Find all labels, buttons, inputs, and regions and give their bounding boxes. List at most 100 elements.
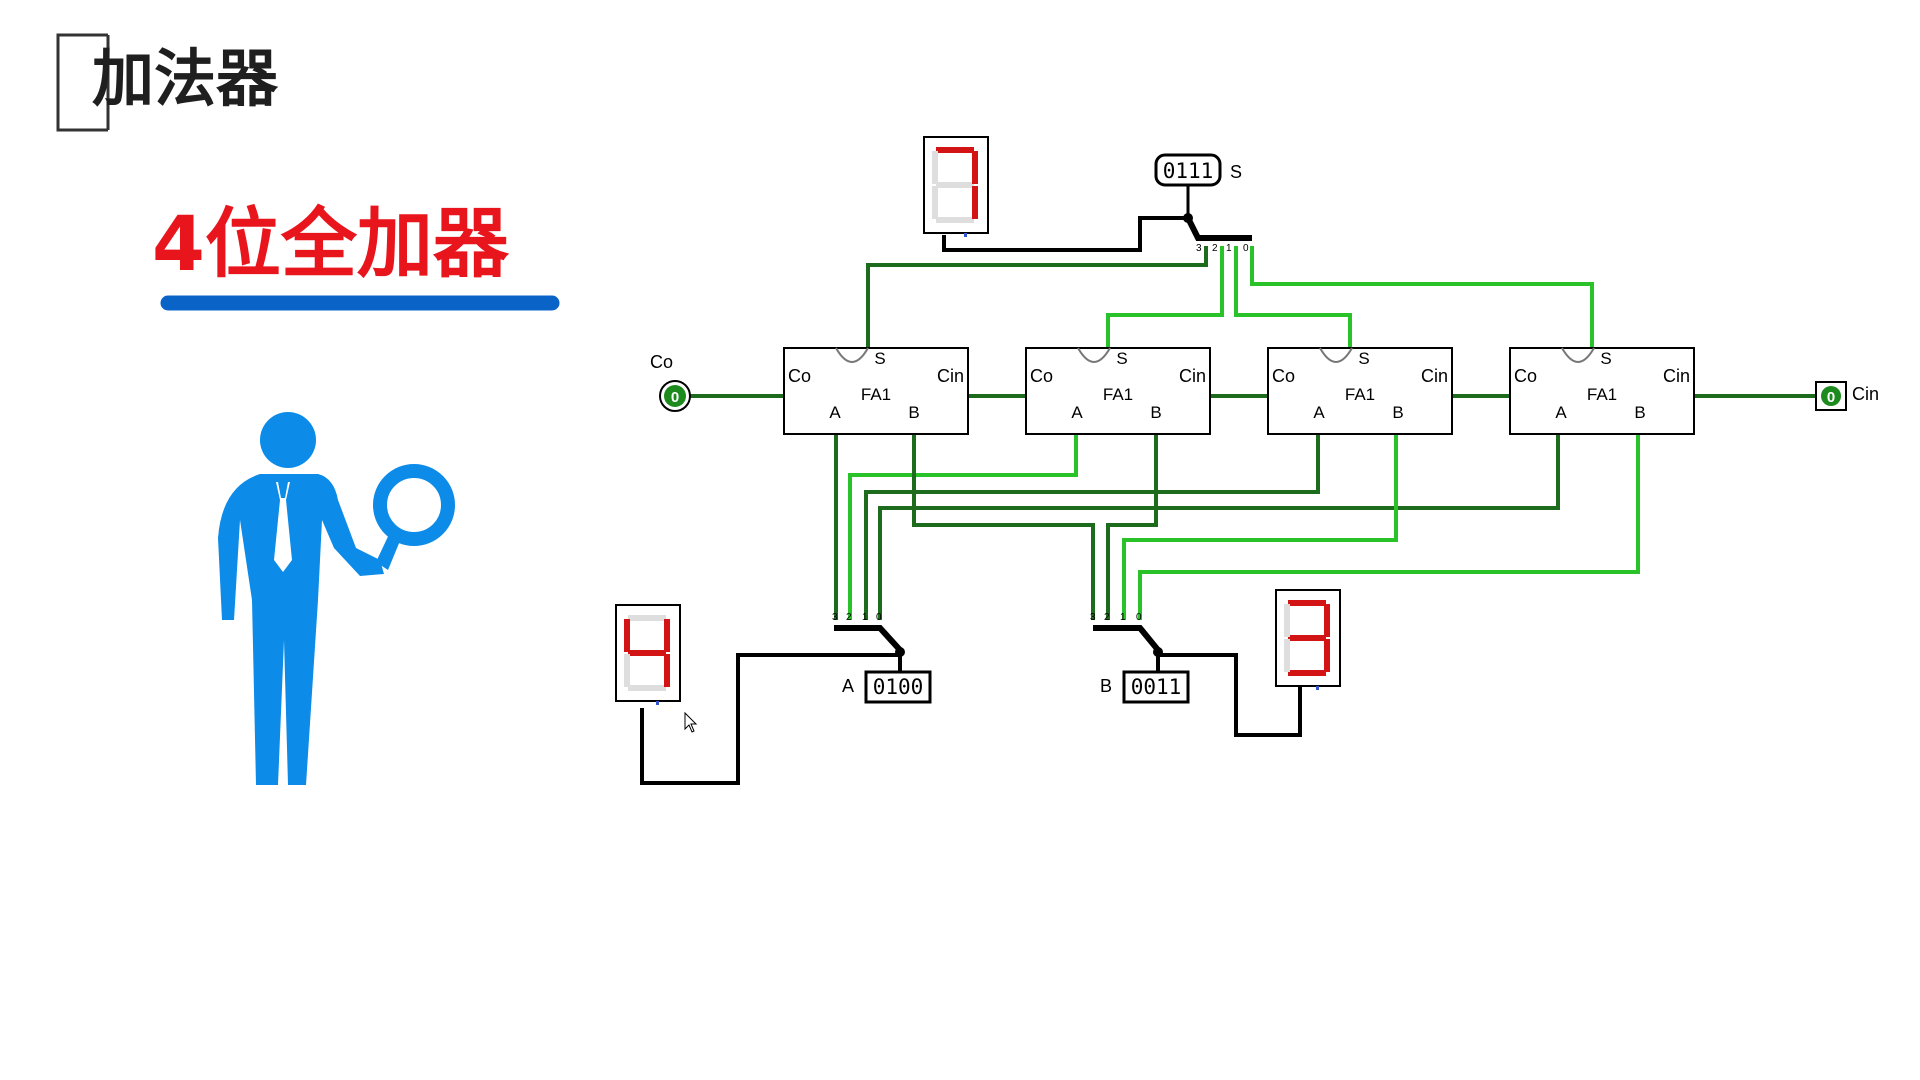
svg-text:0: 0 bbox=[1136, 612, 1142, 623]
wire-b-display bbox=[1156, 653, 1302, 737]
segment-d bbox=[628, 685, 666, 691]
mouse-cursor-icon bbox=[684, 711, 698, 733]
segment-f bbox=[624, 619, 630, 652]
display-pin bbox=[964, 233, 967, 237]
full-adder-block[interactable]: Co Cin FA1 A B S bbox=[1025, 347, 1211, 435]
splitter-a-bits: 3 2 1 0 bbox=[832, 612, 882, 623]
fa-s-label: S bbox=[1358, 349, 1369, 368]
seven-segment-display-s bbox=[923, 136, 989, 237]
display-pin bbox=[656, 701, 659, 705]
segment-g bbox=[936, 182, 974, 188]
segment-d bbox=[1288, 670, 1326, 676]
fa-s-label: S bbox=[1600, 349, 1611, 368]
segment-g bbox=[1288, 635, 1326, 641]
svg-text:3: 3 bbox=[832, 612, 838, 623]
segment-g bbox=[628, 650, 666, 656]
svg-text:3: 3 bbox=[1090, 612, 1096, 623]
b-input-pin[interactable]: B 0011 bbox=[1100, 670, 1190, 704]
segment-b bbox=[972, 151, 978, 184]
cin-pin-value: 0 bbox=[1827, 389, 1835, 406]
fa-co-label: Co bbox=[1272, 366, 1295, 386]
fa-cin-label: Cin bbox=[937, 366, 964, 386]
fa-b-label: B bbox=[1150, 403, 1161, 422]
cin-pin-label: Cin bbox=[1852, 384, 1879, 404]
a-input-value: 0100 bbox=[873, 675, 924, 699]
wire-b3 bbox=[912, 434, 1095, 620]
splitter-s-bits: 3 2 1 0 bbox=[1196, 243, 1249, 254]
segment-a bbox=[936, 147, 974, 153]
svg-text:0: 0 bbox=[876, 612, 882, 623]
fa-b-label: B bbox=[1634, 403, 1645, 422]
fa-s-label: S bbox=[1116, 349, 1127, 368]
wire-a-bus bbox=[834, 625, 903, 653]
a-input-label: A bbox=[842, 676, 854, 696]
segment-c bbox=[1324, 639, 1330, 672]
full-adder-block[interactable]: Co Cin FA1 A B S bbox=[1267, 347, 1453, 435]
co-pin-label: Co bbox=[650, 352, 673, 372]
wire-s-bus bbox=[1185, 216, 1252, 241]
fa-cin-label: Cin bbox=[1663, 366, 1690, 386]
fa-s-label: S bbox=[874, 349, 885, 368]
title-bracket bbox=[56, 33, 110, 132]
full-adder-block[interactable]: Co Cin FA1 A B S bbox=[1509, 347, 1695, 435]
wire-a-display bbox=[640, 653, 902, 785]
fa-cin-label: Cin bbox=[1179, 366, 1206, 386]
svg-text:1: 1 bbox=[1226, 243, 1232, 254]
subtitle: 4位全加器 bbox=[152, 199, 510, 288]
cin-input-pin[interactable]: 0 Cin bbox=[1815, 381, 1879, 411]
wire-a1 bbox=[864, 434, 1320, 620]
a-input-pin[interactable]: A 0100 bbox=[842, 670, 932, 704]
svg-text:1: 1 bbox=[1120, 612, 1126, 623]
circuit-wires bbox=[640, 185, 1816, 785]
b-input-label: B bbox=[1100, 676, 1112, 696]
full-adder-block[interactable]: Co Cin FA1 A B S bbox=[783, 347, 969, 435]
wire-s0 bbox=[1250, 246, 1594, 348]
svg-text:1: 1 bbox=[862, 612, 868, 623]
segment-f bbox=[1284, 604, 1290, 637]
wire-b-bus bbox=[1093, 625, 1161, 652]
co-pin-value: 0 bbox=[671, 389, 679, 406]
segment-e bbox=[1284, 639, 1290, 672]
svg-text:0: 0 bbox=[1243, 243, 1249, 254]
s-output-value: 0111 bbox=[1163, 159, 1214, 183]
seven-segment-display-b bbox=[1275, 589, 1341, 690]
wire-s-display bbox=[942, 216, 1188, 252]
fa-name-label: FA1 bbox=[1103, 385, 1133, 404]
fa-b-label: B bbox=[1392, 403, 1403, 422]
segment-a bbox=[628, 615, 666, 621]
svg-text:3: 3 bbox=[1196, 243, 1202, 254]
segment-d bbox=[936, 217, 974, 223]
wire-s2 bbox=[1106, 246, 1224, 348]
fa-co-label: Co bbox=[788, 366, 811, 386]
segment-e bbox=[932, 186, 938, 219]
co-output-pin[interactable]: Co 0 bbox=[650, 352, 691, 412]
seven-segment-display-a bbox=[615, 604, 681, 705]
fa-cin-label: Cin bbox=[1421, 366, 1448, 386]
fa-a-label: A bbox=[1555, 403, 1567, 422]
s-output-label: S bbox=[1230, 162, 1242, 182]
segment-c bbox=[664, 654, 670, 687]
wire-s1 bbox=[1234, 246, 1352, 348]
segment-f bbox=[932, 151, 938, 184]
display-pin bbox=[1316, 686, 1319, 690]
svg-text:2: 2 bbox=[1104, 612, 1110, 623]
wire-b0 bbox=[1138, 434, 1640, 620]
segment-b bbox=[664, 619, 670, 652]
svg-text:2: 2 bbox=[1212, 243, 1218, 254]
wire-s3 bbox=[866, 246, 1208, 348]
s-output-probe: 0111 S bbox=[1154, 153, 1242, 187]
segment-a bbox=[1288, 600, 1326, 606]
fa-a-label: A bbox=[1071, 403, 1083, 422]
wire-b1 bbox=[1122, 434, 1398, 620]
fa-a-label: A bbox=[1313, 403, 1325, 422]
segment-e bbox=[624, 654, 630, 687]
wire-a0 bbox=[878, 434, 1560, 620]
splitter-b-bits: 3 2 1 0 bbox=[1090, 612, 1142, 623]
fa-name-label: FA1 bbox=[861, 385, 891, 404]
fa-co-label: Co bbox=[1514, 366, 1537, 386]
segment-b bbox=[1324, 604, 1330, 637]
wire-b2 bbox=[1106, 434, 1158, 620]
segment-c bbox=[972, 186, 978, 219]
wire-a2 bbox=[848, 434, 1078, 620]
